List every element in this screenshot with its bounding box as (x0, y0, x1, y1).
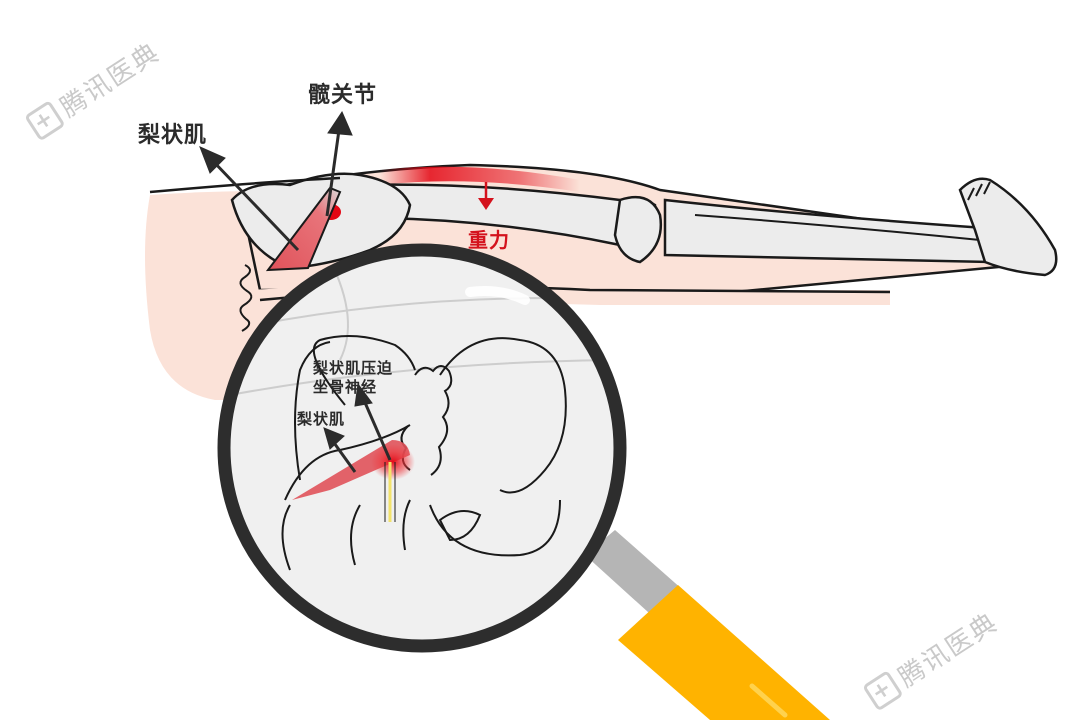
label-compression-line2: 坐骨神经 (313, 378, 378, 396)
label-gravity: 重力 (468, 228, 510, 252)
label-piriformis: 梨状肌 (138, 123, 208, 148)
label-compression: 梨状肌压迫 坐骨神经 (313, 359, 393, 397)
label-piriformis-zoom: 梨状肌 (297, 410, 346, 428)
magnifying-glass (217, 243, 830, 720)
pointer-arrows (199, 110, 494, 252)
label-hip-joint: 髋关节 (308, 83, 378, 108)
label-compression-line1: 梨状肌压迫 (313, 359, 394, 377)
